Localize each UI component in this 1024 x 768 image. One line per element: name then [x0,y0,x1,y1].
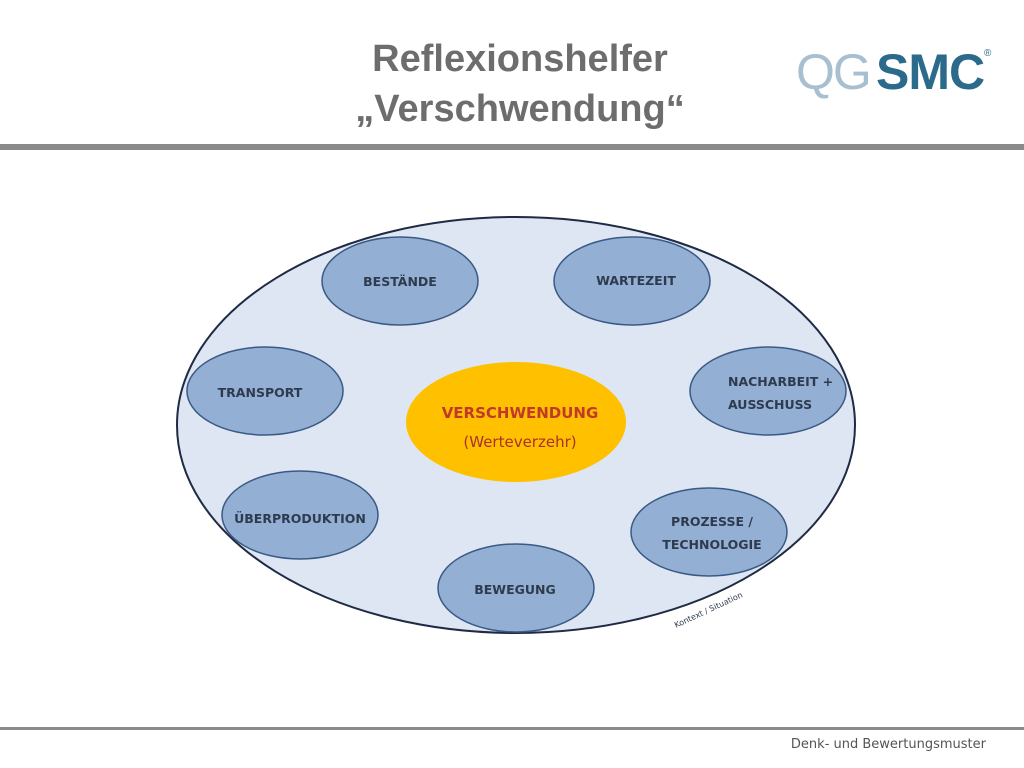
waste-nodes: BESTÄNDE WARTEZEIT TRANSPORT NACHARBEIT + AU… [186,236,847,633]
node-nacharbeit: NACHARBEIT + AUSSCHUSS [689,346,847,436]
logo-smc-text: SMC [876,44,985,100]
node-label-prozesse: TECHNOLOGIE [662,537,761,552]
node-label-wartezeit: WARTEZEIT [596,273,676,288]
logo-qg-text: QG [796,44,872,100]
node-label-transport: TRANSPORT [218,385,303,400]
node-label-nacharbeit: AUSSCHUSS [728,397,812,412]
node-ellipse-wartezeit [553,236,711,326]
node-label-bewegung: BEWEGUNG [474,582,556,597]
footer-divider [0,727,1024,730]
node-label-bestaende: BESTÄNDE [363,274,437,289]
qgsmc-logo: QG SMC ® [796,46,996,102]
node-wartezeit: WARTEZEIT [553,236,711,326]
node-label-prozesse: PROZESSE / [671,514,753,529]
center-sublabel: (Werteverzehr) [463,433,576,451]
page-title: Reflexionshelfer „Verschwendung“ [170,34,870,134]
node-transport: TRANSPORT [186,346,344,436]
node-ellipse-bestaende [321,236,479,326]
logo-registered-mark: ® [984,48,992,59]
node-ellipse-transport [186,346,344,436]
node-ueberproduktion: ÜBERPRODUKTION [221,470,379,560]
header-divider [0,144,1024,150]
node-bewegung: BEWEGUNG [437,543,595,633]
node-label-nacharbeit: NACHARBEIT + [728,374,833,389]
center-label: VERSCHWENDUNG [442,404,599,422]
title-line-2: „Verschwendung“ [355,88,685,130]
node-ellipse-prozesse [630,487,788,577]
title-line-1: Reflexionshelfer [372,38,668,80]
node-ellipse-bewegung [437,543,595,633]
center-ellipse [406,362,626,482]
node-prozesse: PROZESSE / TECHNOLOGIE [630,487,788,577]
node-ellipse-ueberproduktion [221,470,379,560]
node-label-ueberproduktion: ÜBERPRODUKTION [234,511,366,526]
node-ellipse-nacharbeit [689,346,847,436]
footer-text: Denk- und Bewertungsmuster [790,737,986,752]
node-bestaende: BESTÄNDE [321,236,479,326]
